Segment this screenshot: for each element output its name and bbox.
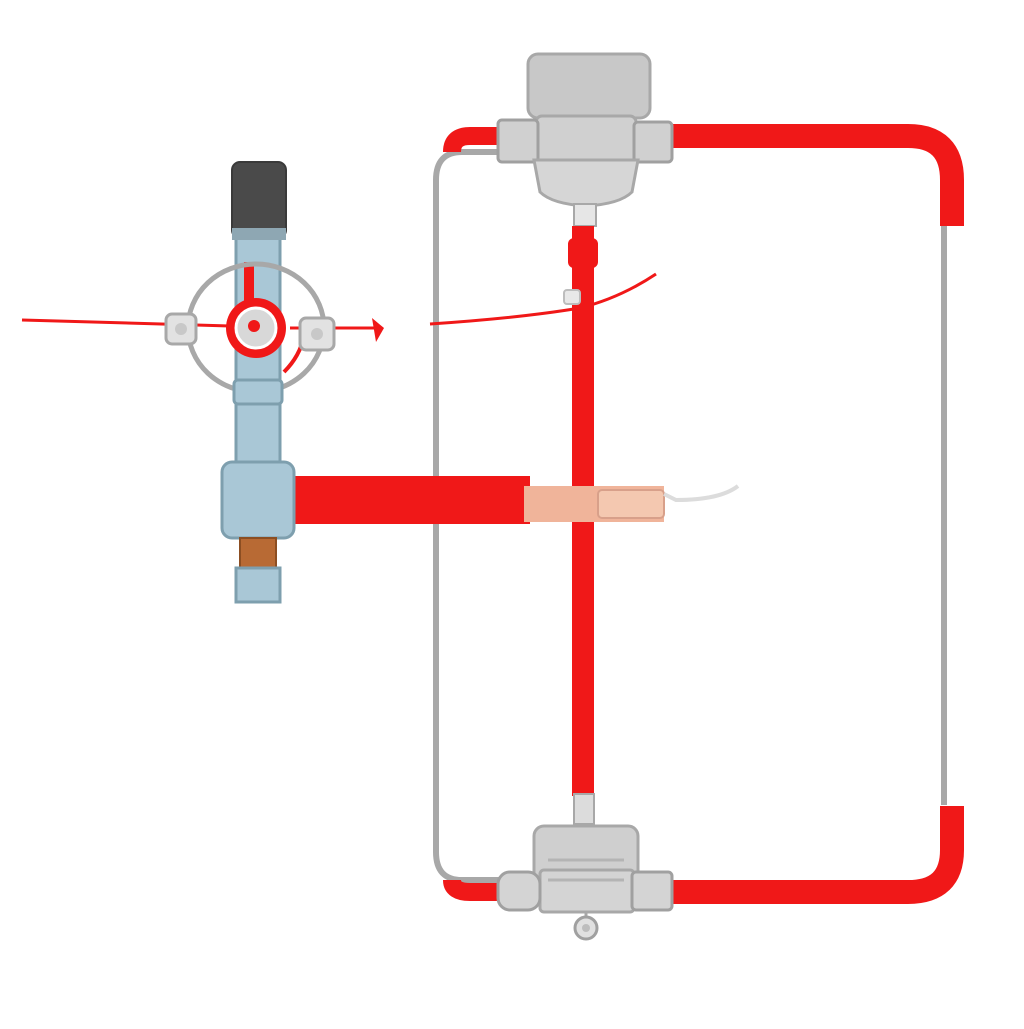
- valve-inner-red: [244, 262, 254, 314]
- pressure-valve: [164, 161, 336, 604]
- valve-body: [220, 460, 296, 540]
- signal-line: [21, 272, 657, 342]
- valve-outlet: [234, 566, 282, 604]
- horizontal-connector: [294, 476, 740, 524]
- top-pump-volute: [532, 158, 640, 208]
- connector-tip: [663, 484, 740, 503]
- signal-arrow-head: [372, 318, 384, 342]
- connector-red-section: [294, 476, 530, 524]
- riser-top-fitting: [568, 238, 598, 268]
- red-top-right-pipe: [670, 124, 964, 226]
- top-pump: [496, 52, 674, 227]
- top-pump-right-flange: [632, 120, 674, 164]
- connector-sleeve: [597, 489, 665, 519]
- signal-line-right: [429, 272, 657, 326]
- gauge-needle: [248, 320, 260, 332]
- valve-copper-fitting: [239, 537, 277, 569]
- top-pump-outlet: [573, 203, 597, 227]
- valve-cap: [231, 161, 287, 239]
- bottom-pump: [496, 824, 674, 941]
- bottom-pump-left-flange: [496, 870, 542, 912]
- bottom-pump-base: [538, 868, 636, 914]
- loop-frame: [433, 124, 964, 904]
- red-bottom-right-pipe: [670, 806, 964, 904]
- signal-line-left: [21, 318, 231, 328]
- vertical-riser: [568, 226, 598, 825]
- top-pump-motor: [526, 52, 652, 120]
- red-bottom-left-stub: [443, 879, 500, 901]
- signal-clip: [563, 289, 581, 305]
- riser-bottom-fitting: [573, 793, 595, 825]
- top-pump-body: [534, 114, 638, 164]
- valve-collar: [232, 378, 284, 406]
- red-top-left-stub: [443, 127, 500, 153]
- top-pump-left-flange: [496, 118, 540, 164]
- bottom-pump-right-flange: [630, 870, 674, 912]
